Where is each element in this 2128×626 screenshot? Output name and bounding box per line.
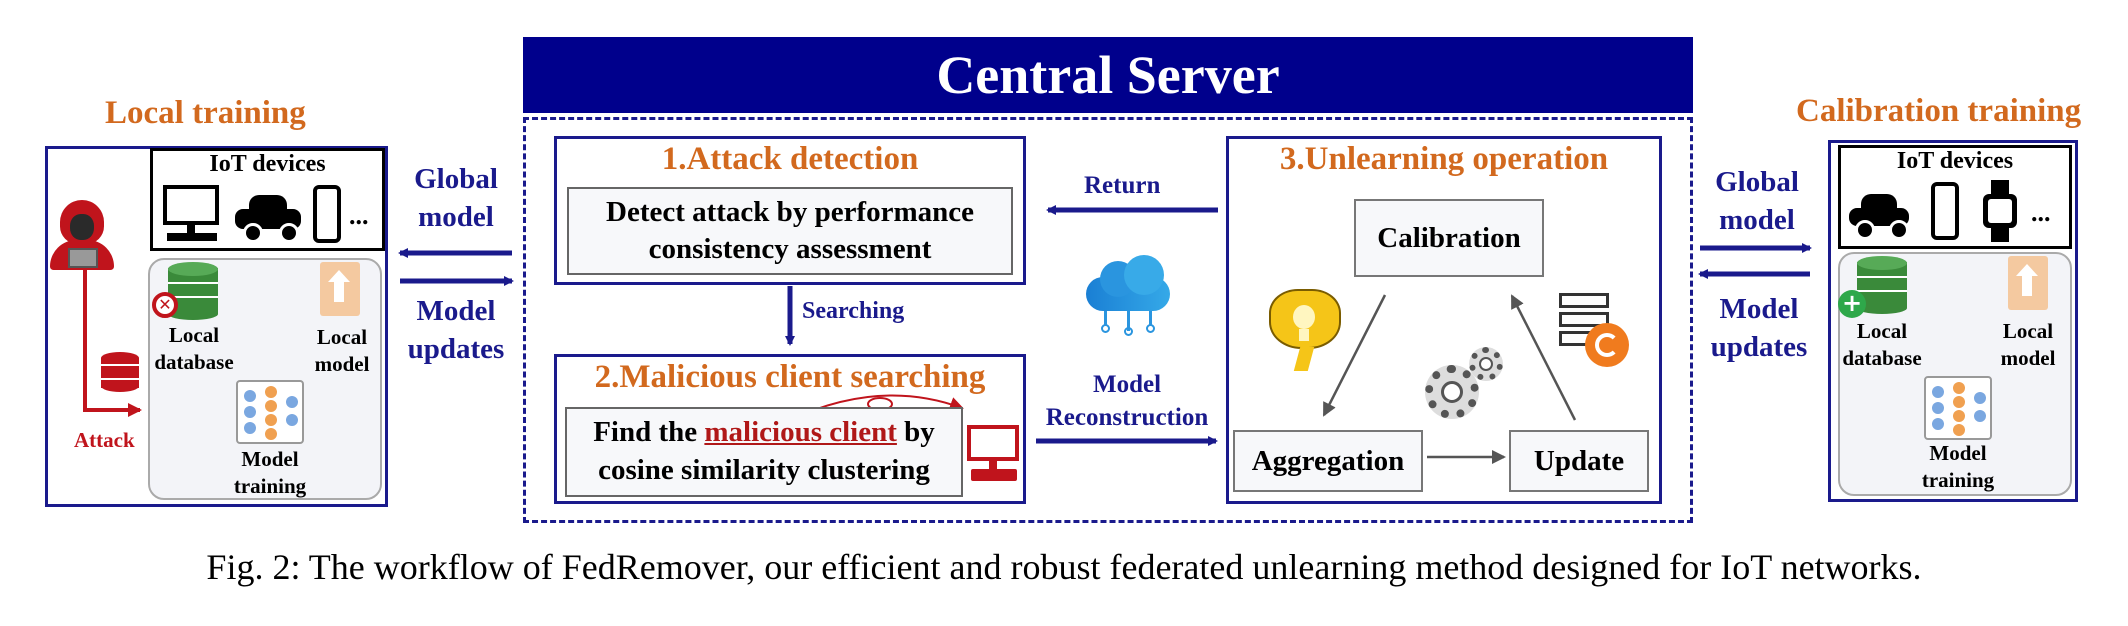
reconstruction-label: Model Reconstruction	[1045, 371, 1209, 431]
malicious-search-desc-box: Find the malicious client by cosine simi…	[565, 407, 963, 497]
calibration-to-aggregation-arrow	[1322, 294, 1387, 417]
smartphone-icon	[313, 185, 341, 243]
left-iot-devices-box: IoT devices ...	[150, 148, 385, 251]
attack-detection-title: 1.Attack detection	[661, 141, 919, 177]
malicious-search-text-pre: Find the	[593, 416, 705, 448]
unlearning-operation-title: 3.Unlearning operation	[1279, 141, 1609, 177]
central-server-title: Central Server	[936, 45, 1280, 105]
right-model-training-label: Model training	[1921, 441, 1995, 492]
corrupted-x-icon: ✕	[152, 292, 178, 318]
calibration-training-panel	[1828, 140, 2078, 502]
right-iot-devices-box: IoT devices ...	[1838, 145, 2072, 249]
left-local-model-label: Local model	[314, 325, 370, 376]
update-to-calibration-arrow	[1510, 294, 1577, 421]
right-local-model-label: Local model	[2000, 319, 2056, 370]
right-iot-devices-label: IoT devices	[1896, 148, 2014, 174]
cloud-network-icon	[1082, 255, 1174, 336]
desktop-computer-icon	[163, 185, 221, 245]
smartwatch-icon	[1983, 180, 2017, 242]
attack-detection-desc-box: Detect attack by performance consistency…	[567, 187, 1013, 275]
attack-detection-desc: Detect attack by performance consistency…	[606, 196, 974, 265]
figure-caption: Fig. 2: The workflow of FedRemover, our …	[206, 547, 1922, 587]
unlearning-operation-box: 3.Unlearning operation Calibration Aggre…	[1226, 136, 1662, 504]
left-local-model-icon	[320, 262, 360, 316]
right-local-database-label: Local database	[1842, 319, 1922, 370]
car-icon	[235, 195, 301, 243]
update-box: Update	[1509, 430, 1649, 492]
gears-icon	[1423, 347, 1505, 423]
return-label: Return	[1084, 172, 1161, 199]
restored-plus-icon: +	[1838, 290, 1866, 318]
central-server-banner: Central Server	[523, 37, 1693, 113]
right-model-updates-label: Model updates	[1710, 293, 1808, 363]
idea-brain-icon	[1269, 289, 1345, 373]
local-training-title: Local training	[105, 95, 306, 131]
hacker-icon	[50, 200, 116, 272]
left-neural-network-icon	[236, 380, 304, 444]
left-global-model-label: Global model	[414, 163, 498, 233]
right-iot-ellipsis: ...	[2031, 198, 2051, 227]
attack-detection-box: 1.Attack detection Detect attack by perf…	[554, 136, 1026, 285]
right-global-model-label: Global model	[1715, 166, 1799, 236]
left-model-training-label: Model training	[233, 447, 307, 498]
calibration-box: Calibration	[1354, 199, 1544, 277]
right-local-model-icon	[2008, 256, 2048, 310]
server-sync-icon	[1559, 293, 1631, 369]
right-car-icon	[1849, 194, 1909, 240]
malicious-client-highlight: malicious client	[704, 416, 897, 448]
searching-label: Searching	[802, 298, 905, 324]
local-training-panel	[45, 146, 388, 507]
left-iot-devices-label: IoT devices	[153, 151, 382, 177]
malicious-search-title: 2.Malicious client searching	[594, 359, 986, 395]
malicious-search-desc: Find the malicious client by cosine simi…	[567, 409, 961, 489]
malicious-search-text-post: by cosine similarity clustering	[598, 416, 935, 486]
attack-path	[83, 270, 142, 417]
central-server-region	[523, 117, 1693, 523]
left-iot-ellipsis: ...	[349, 201, 369, 230]
malicious-search-box: 2.Malicious client searching Find the ma…	[554, 354, 1026, 504]
calibration-training-title: Calibration training	[1796, 93, 2082, 129]
attack-label: Attack	[74, 428, 135, 452]
right-smartphone-icon	[1931, 182, 1959, 240]
left-local-database-label: Local database	[154, 323, 234, 374]
malicious-computer-icon	[967, 425, 1023, 485]
attack-database-icon	[101, 352, 139, 398]
right-neural-network-icon	[1924, 376, 1992, 440]
aggregation-box: Aggregation	[1233, 430, 1423, 492]
left-model-updates-label: Model updates	[407, 295, 505, 365]
